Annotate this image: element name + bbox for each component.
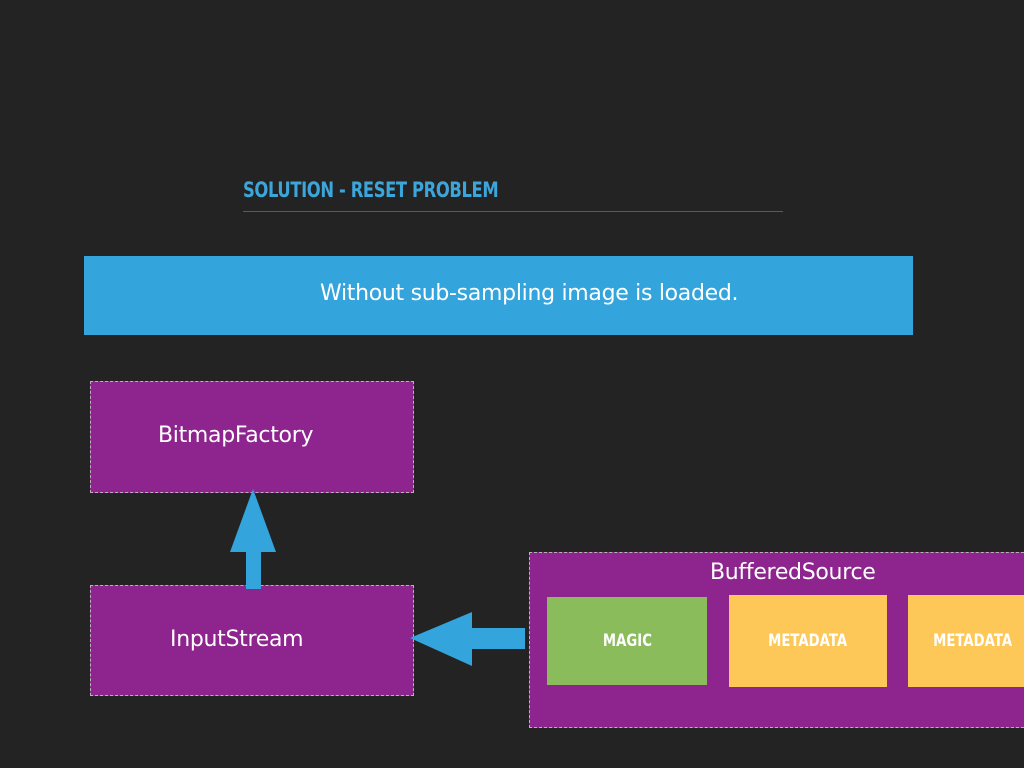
bitmap-factory-box [90, 381, 414, 493]
input-stream-label: InputStream [170, 627, 304, 652]
title-divider [243, 211, 783, 212]
arrow-up-icon [230, 489, 276, 589]
slide-title: SOLUTION - RESET PROBLEM [243, 178, 499, 202]
metadata-chunk-2-label: METADATA [933, 631, 1013, 651]
metadata-chunk-2: METADATA [908, 595, 1024, 687]
info-banner [84, 256, 913, 335]
buffered-source-label: BufferedSource [710, 560, 876, 585]
metadata-chunk: METADATA [729, 595, 887, 687]
magic-chunk-label: MAGIC [602, 631, 652, 651]
input-stream-box [90, 585, 414, 696]
bitmap-factory-label: BitmapFactory [158, 423, 314, 448]
magic-chunk: MAGIC [547, 597, 707, 685]
banner-text: Without sub-sampling image is loaded. [320, 281, 739, 306]
arrow-left-icon [410, 612, 525, 666]
metadata-chunk-label: METADATA [768, 631, 848, 651]
